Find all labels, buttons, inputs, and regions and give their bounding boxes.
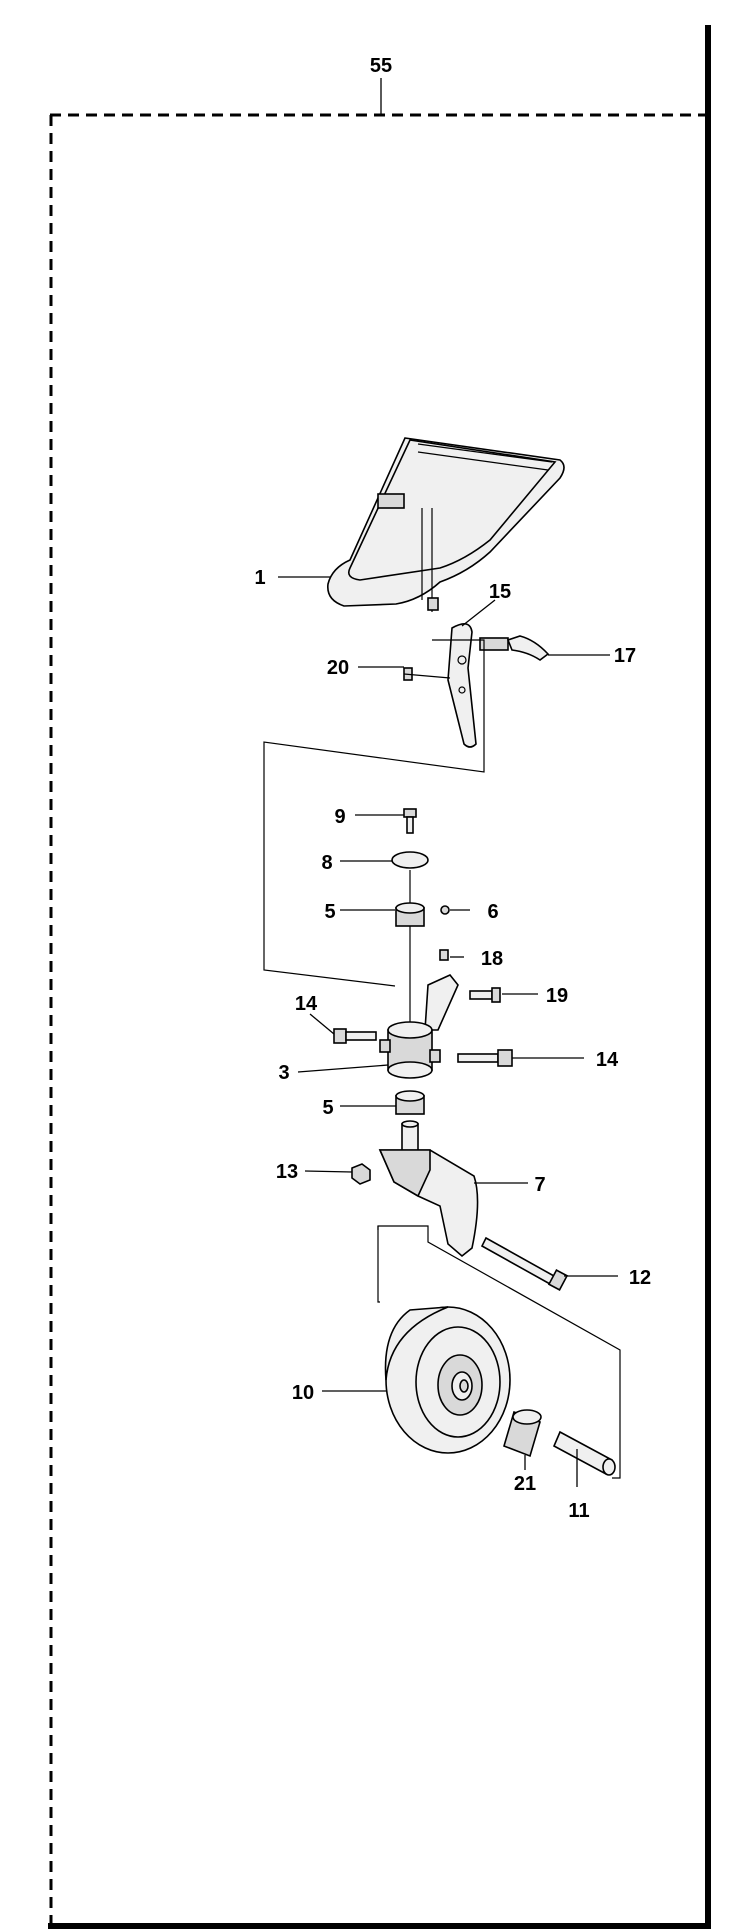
callout-19: 19	[546, 985, 568, 1007]
callout-8: 8	[321, 852, 332, 874]
callout-9: 9	[334, 806, 345, 828]
callout-13: 13	[276, 1161, 298, 1183]
callout-10: 10	[292, 1382, 314, 1404]
callout-6: 6	[487, 901, 498, 923]
callout-5a: 5	[324, 901, 335, 923]
callout-11: 11	[568, 1500, 589, 1522]
part-axle-bolt-12	[480, 1236, 569, 1291]
section-ref-label: 55	[370, 55, 392, 77]
part-nipple-6	[440, 905, 450, 915]
callout-1: 1	[254, 567, 265, 589]
leader-lines	[278, 576, 618, 1487]
part-bolt-19	[469, 987, 501, 1003]
part-bushing-5b	[395, 1090, 425, 1115]
part-bushing-5a	[395, 902, 425, 927]
callout-17: 17	[614, 645, 636, 667]
part-axle-11	[552, 1430, 616, 1476]
part-18	[439, 949, 449, 961]
callout-14a: 14	[295, 993, 318, 1015]
diagram-frame	[48, 25, 711, 1929]
part-bolt-14a	[333, 1028, 377, 1044]
part-spacer-21	[503, 1409, 542, 1458]
callout-5b: 5	[322, 1097, 333, 1119]
assembly-lines	[263, 639, 621, 1479]
callout-21: 21	[514, 1473, 536, 1495]
callout-15: 15	[489, 581, 511, 603]
callout-7: 7	[534, 1174, 545, 1196]
part-swivel-housing	[379, 974, 459, 1079]
callout-3: 3	[278, 1062, 289, 1084]
callout-18: 18	[481, 948, 503, 970]
part-nut-13	[351, 1163, 371, 1185]
part-fork	[378, 1120, 479, 1258]
callout-20: 20	[327, 657, 349, 679]
part-wheel	[384, 1306, 511, 1454]
part-bolt-14b	[457, 1049, 513, 1067]
part-lever	[479, 635, 550, 661]
part-washer-8	[391, 851, 429, 869]
part-bolt-9	[403, 808, 417, 834]
part-handle-frame	[327, 437, 565, 612]
callout-12: 12	[629, 1267, 651, 1289]
part-latch-plate	[447, 623, 477, 748]
callout-14b: 14	[596, 1049, 619, 1071]
callout-labels: 1 15 17 20 9 8 5 6 18 19 14 3 14 5 13 7 …	[254, 567, 651, 1522]
